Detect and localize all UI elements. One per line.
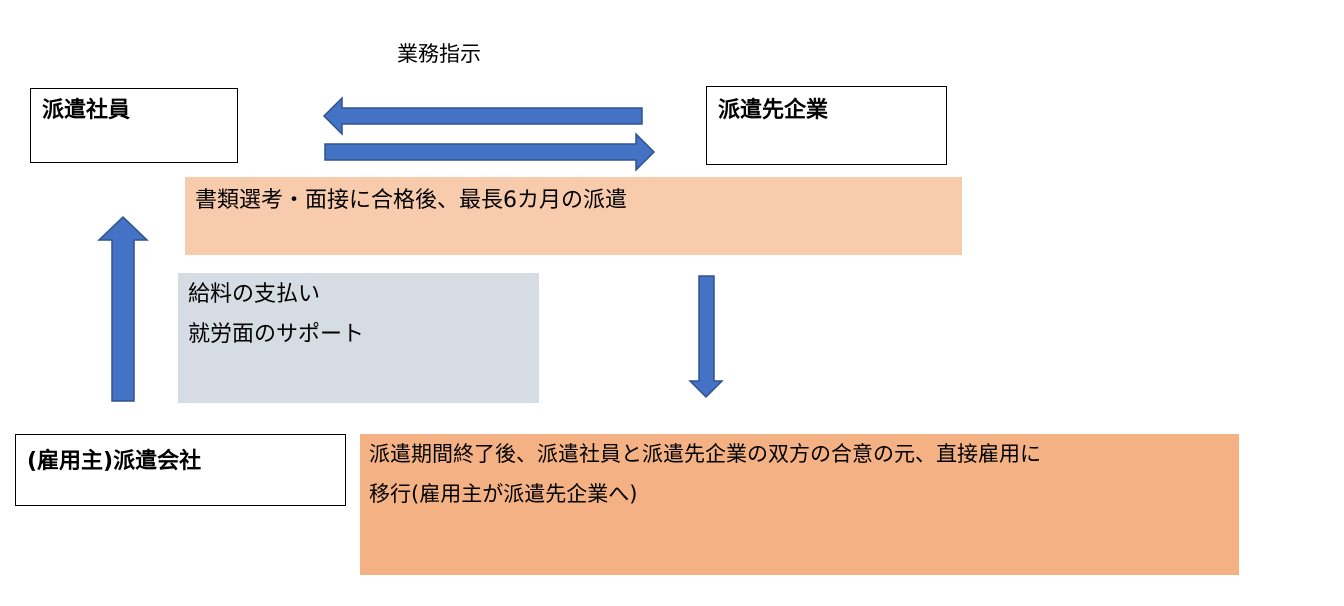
client-company-node: 派遣先企業: [706, 86, 947, 165]
employee-node: 派遣社員: [30, 88, 238, 163]
transition-note-line-1: 派遣期間終了後、派遣社員と派遣先企業の双方の合意の元、直接雇用に: [369, 442, 1041, 466]
employee-label: 派遣社員: [42, 98, 131, 123]
arrow-to-client-company: [324, 132, 656, 172]
instruction-label: 業務指示: [397, 42, 481, 66]
support-note-line-1: 給料の支払い: [188, 282, 321, 307]
arrow-to-employee: [322, 96, 643, 136]
transition-note-line-2: 移行(雇用主が派遣先企業へ): [369, 482, 638, 506]
support-note: 給料の支払い 就労面のサポート: [178, 273, 539, 403]
support-note-line-2: 就労面のサポート: [188, 322, 365, 347]
transition-note: 派遣期間終了後、派遣社員と派遣先企業の双方の合意の元、直接雇用に 移行(雇用主が…: [360, 434, 1239, 575]
selection-note-text: 書類選考・面接に合格後、最長6カ月の派遣: [195, 188, 627, 213]
agency-node: (雇用主)派遣会社: [15, 434, 346, 506]
selection-note: 書類選考・面接に合格後、最長6カ月の派遣: [185, 177, 962, 255]
client-company-label: 派遣先企業: [718, 98, 829, 123]
arrow-down-to-direct-hire: [688, 275, 724, 399]
arrow-up-to-employee: [97, 215, 149, 402]
agency-label: (雇用主)派遣会社: [27, 449, 202, 474]
